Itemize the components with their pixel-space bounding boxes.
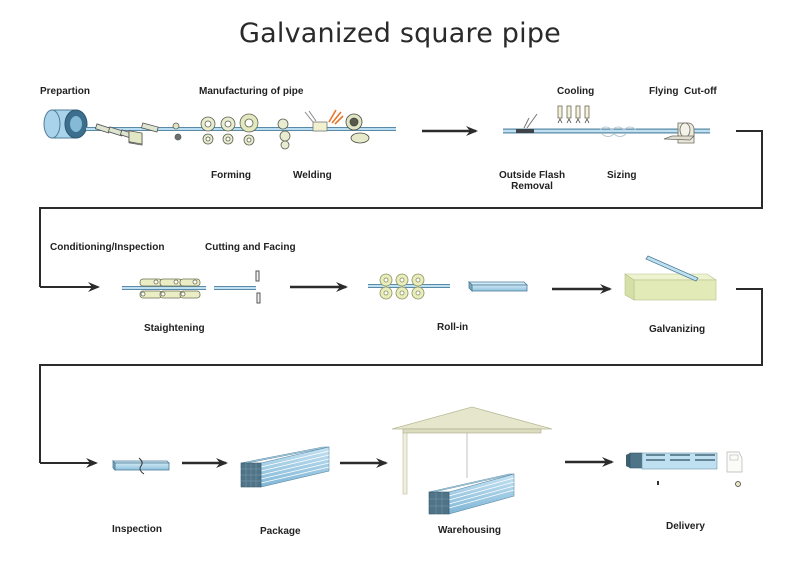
stage-label-preparation: Prepartion xyxy=(40,86,91,97)
squeeze-roll-icon xyxy=(345,113,370,144)
stage-label-package: Package xyxy=(260,526,301,537)
sizing-splash-icon xyxy=(599,126,637,137)
roll-in-rollers-icon xyxy=(379,273,425,300)
stage-label-cooling: Cooling xyxy=(557,86,595,97)
stage-label-cutting-facing: Cutting and Facing xyxy=(205,242,296,253)
stage-label-roll-in: Roll-in xyxy=(437,322,469,333)
forming-rollers-icon xyxy=(172,113,291,150)
delivery-truck-icon xyxy=(626,451,743,487)
leveling-rollers-icon xyxy=(94,123,136,140)
welding-torch-icon xyxy=(304,109,344,132)
cutting-blade-icon xyxy=(255,270,261,304)
stage-label-galvanizing: Galvanizing xyxy=(649,324,706,335)
coil-icon xyxy=(43,109,88,139)
straightening-rollers-icon xyxy=(139,278,201,299)
pipe-bundle-icon xyxy=(240,446,330,488)
stage-label-delivery: Delivery xyxy=(666,521,705,532)
connector-row1-to-row2 xyxy=(39,130,763,292)
stage-label-flying-cutoff: Flying Cut-off xyxy=(649,86,717,97)
stage-label-inspection: Inspection xyxy=(112,524,163,535)
cutoff-saw-icon xyxy=(663,122,695,144)
stage-label-straightening: Staightening xyxy=(144,323,205,334)
warehouse-bundle-icon xyxy=(428,473,515,515)
stage-label-conditioning-inspection: Conditioning/Inspection xyxy=(50,242,165,253)
stage-label-manufacturing: Manufacturing of pipe xyxy=(199,86,304,97)
dipping-pipe-icon xyxy=(645,255,699,282)
cooling-nozzles-icon xyxy=(557,105,590,124)
stage-label-forming: Forming xyxy=(211,170,251,181)
connector-row2-to-row3 xyxy=(39,288,763,468)
stage-label-welding: Welding xyxy=(293,170,332,181)
warehouse-roof-icon xyxy=(391,406,553,495)
diagram-title: Galvanized square pipe xyxy=(239,18,561,49)
stage-label-warehousing: Warehousing xyxy=(438,525,501,536)
flash-removal-tool-icon xyxy=(516,113,538,133)
square-pipe-icon xyxy=(468,281,528,292)
shear-blades-icon xyxy=(128,122,159,146)
stage-label-outside-flash-removal: Outside Flash Removal xyxy=(498,170,566,192)
stage-label-sizing: Sizing xyxy=(607,170,637,181)
galvanizing-bath-icon xyxy=(624,273,717,301)
inspection-pipe-icon xyxy=(112,457,170,475)
